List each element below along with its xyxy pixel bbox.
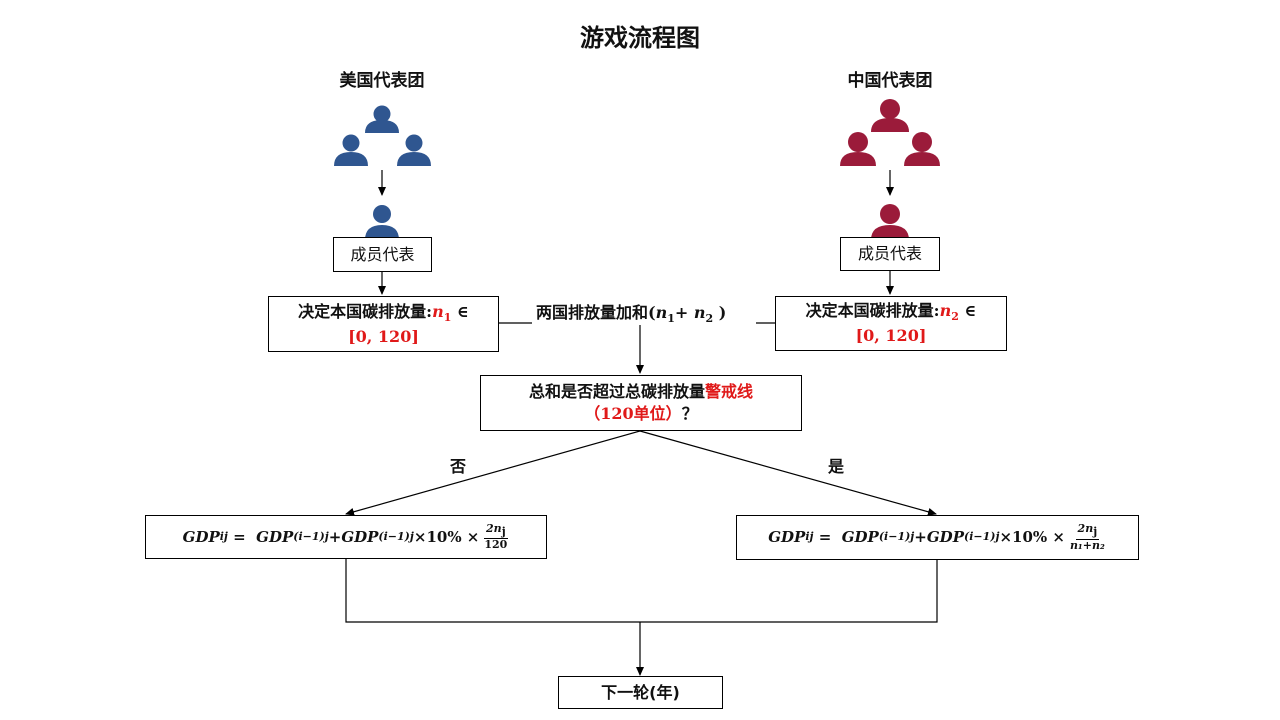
fl-eq: = [227,527,257,546]
fr-num: 2n [1077,522,1094,536]
fr-t2: GDP [926,528,964,547]
fr-t2-sub: (i−1)j [963,530,1000,544]
fr-lhs: GDP [768,528,806,547]
china-rep-label: 成员代表 [857,244,922,264]
fl-num-sub: j [501,525,506,538]
china-group-icon [840,99,940,166]
fl-num: 2n [486,521,502,535]
usa-rep-label: 成员代表 [350,244,415,264]
arrow-question-to-yes [639,430,937,516]
sum-label-plus: + [674,303,694,322]
question-line2: ？ [681,404,698,423]
china-rep-box: 成员代表 [840,237,940,271]
sum-label-sub2: 2 [705,312,714,326]
branch-yes-label: 是 [828,457,845,476]
usa-decision-text: 决定本国碳排放量: [298,301,433,321]
sum-label-var2: n [693,303,706,322]
usa-group-icon [334,105,431,166]
fl-plus: + [328,527,342,546]
usa-decision-in: ∈ [451,301,469,321]
sum-label-var1: n [655,303,668,322]
china-decision-sub: 2 [951,310,959,324]
next-round-box: 下一轮(年) [558,676,723,709]
sum-label-sub1: 1 [667,312,675,326]
china-decision-range: [0, 120] [855,326,927,346]
china-decision-in: ∈ [958,301,977,321]
fl-times: ×10% × [413,527,480,546]
china-rep-person-icon [871,204,909,240]
usa-decision-range: [0, 120] [348,326,419,346]
threshold-question-box: 总和是否超过总碳排放量警戒线 （120单位）？ [480,375,802,431]
fl-den: 120 [484,538,508,552]
usa-decision-sub: 1 [443,310,452,324]
fl-fraction: 2nj 120 [482,521,509,552]
diagram-title: 游戏流程图 [580,24,700,52]
fr-lhs-sub: ij [805,530,814,544]
branch-no-label: 否 [447,453,470,477]
sum-label: 两国排放量加和(n1+ n2 ) [532,299,731,326]
china-decision-box: 决定本国碳排放量:n2 ∈ [0, 120] [775,296,1007,351]
fr-num-sub: j [1093,525,1098,539]
usa-rep-person-icon [365,205,399,240]
fr-times: ×10% × [999,528,1065,547]
fl-t2: GDP [341,527,379,546]
china-decision-var: n [939,301,952,321]
china-decision-text: 决定本国碳排放量: [805,301,940,321]
fl-t2-sub: (i−1)j [378,529,414,543]
usa-decision-box: 决定本国碳排放量:n1 ∈ [0, 120] [268,296,499,352]
usa-rep-box: 成员代表 [333,237,432,272]
fl-lhs: GDP [182,527,220,546]
usa-decision-var: n [432,301,444,321]
fr-plus: + [914,528,927,547]
fr-t1: GDP [841,528,879,547]
sum-label-close: ) [713,303,727,322]
fr-t1-sub: (i−1)j [878,530,915,544]
arrow-question-to-no [345,430,641,516]
fl-t1-sub: (i−1)j [293,529,329,543]
fl-t1: GDP [256,527,294,546]
sum-label-text: 两国排放量加和( [536,303,656,322]
china-team-label: 中国代表团 [847,71,933,91]
merge-line [345,558,938,623]
fr-fraction: 2nj n₁+n₂ [1068,523,1107,551]
fr-eq: = [813,528,842,547]
question-line1: 总和是否超过总碳排放量 [528,382,705,402]
next-round-label: 下一轮(年) [601,682,680,702]
fr-den: n₁+n₂ [1069,538,1105,552]
question-line2-red: （120单位） [584,404,682,423]
usa-team-label: 美国代表团 [339,71,425,91]
question-line1-red: 警戒线 [705,382,754,402]
fl-lhs-sub: ij [219,529,228,543]
